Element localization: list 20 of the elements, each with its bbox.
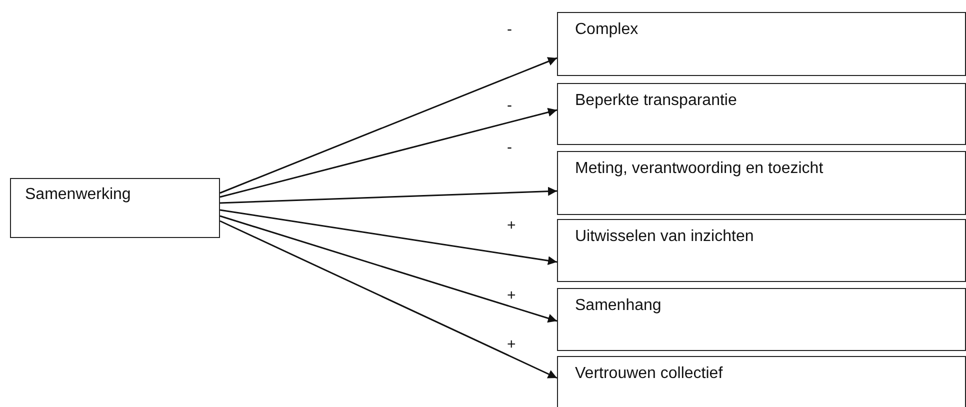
process-box: [557, 151, 966, 215]
process-box: [10, 178, 220, 238]
process-box: [557, 12, 966, 76]
box-label: Beperkte transparantie: [575, 91, 737, 111]
arrow: [220, 215, 558, 323]
arrow: [220, 209, 558, 266]
box-label: Samenwerking: [25, 185, 131, 205]
box-label: Uitwisselen van inzichten: [575, 227, 754, 247]
box-label: Samenhang: [575, 296, 662, 316]
process-box: [557, 83, 966, 145]
box-label: Meting, verantwoording en toezicht: [575, 159, 824, 179]
arrow: [220, 186, 558, 204]
box-label: Complex: [575, 20, 638, 40]
process-box: [557, 356, 966, 407]
process-box: [557, 288, 966, 351]
arrow: [220, 220, 558, 379]
box-label: Vertrouwen collectief: [575, 364, 723, 384]
arrow: [220, 57, 558, 194]
arrow: [220, 108, 558, 198]
process-box: [557, 219, 966, 282]
